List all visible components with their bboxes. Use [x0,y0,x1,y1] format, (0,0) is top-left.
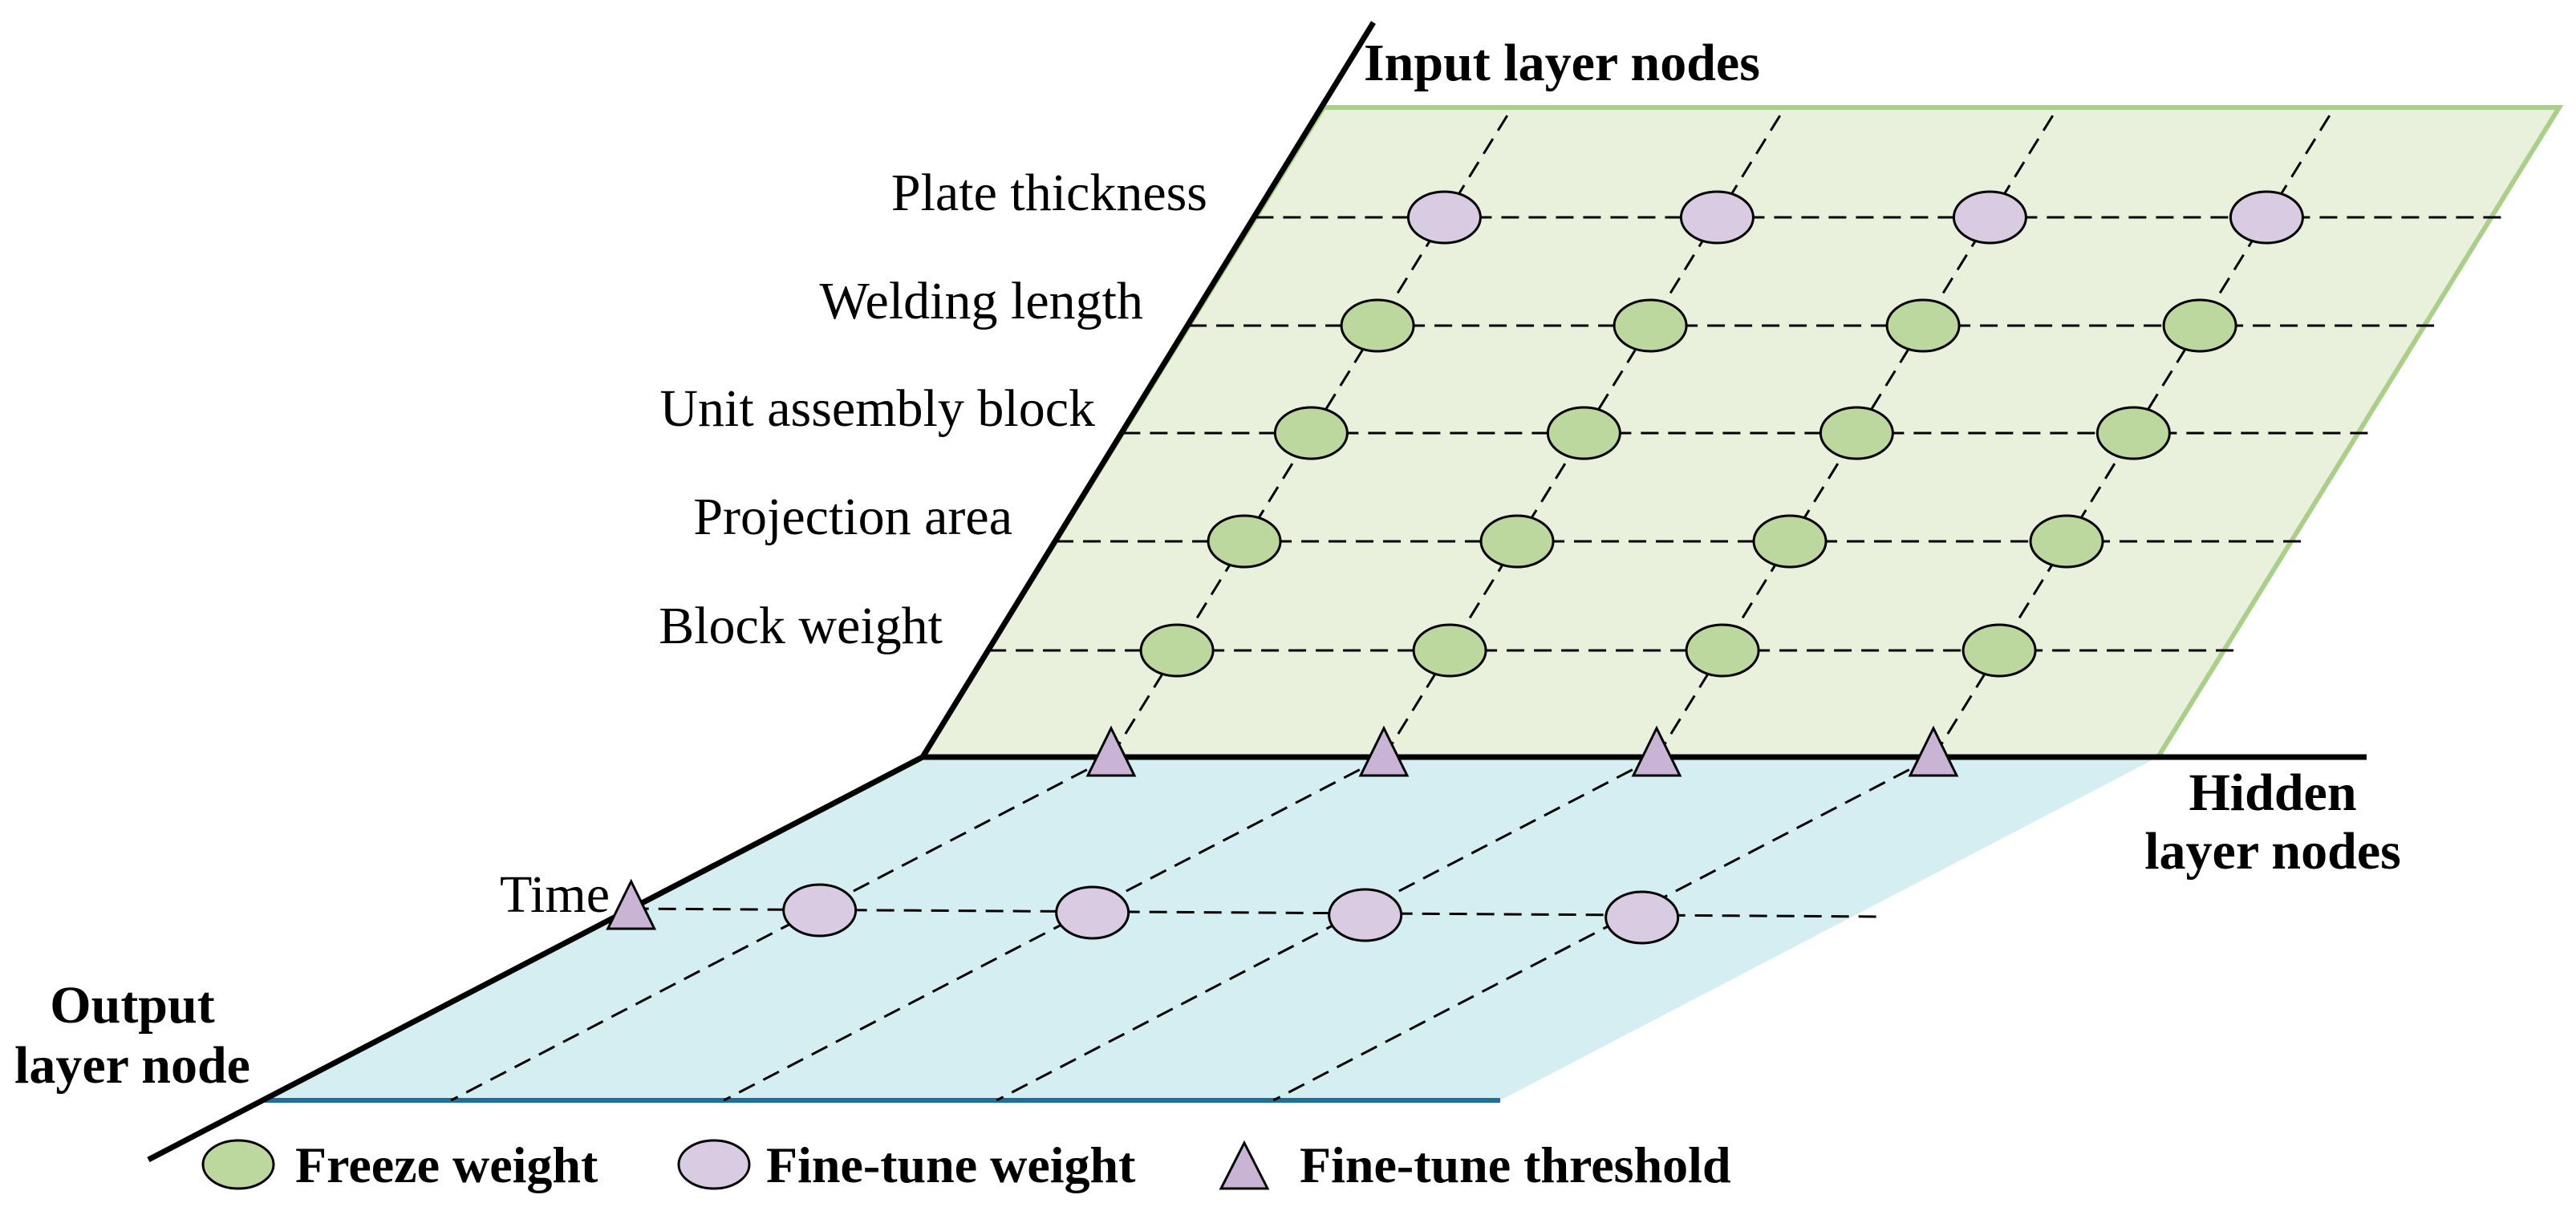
fine-tune-threshold-icon [1219,1140,1270,1190]
hidden-threshold-node [1085,725,1137,777]
input-axis [920,21,1376,759]
freeze-weight-node [1885,298,1961,353]
fine-tune-weight-node [1679,190,1755,245]
freeze-weight-node [1479,514,1555,569]
weight-nodes [606,190,2304,945]
freeze-weight-node [1961,623,2037,678]
output-fine-tune-weight-node [1604,890,1680,945]
hidden-threshold-node [1908,725,1959,777]
input-feature-label: Block weight [659,597,943,655]
freeze-weight-node [1752,514,1828,569]
legend: Freeze weight Fine-tune weight Fine-tune… [201,1136,1731,1193]
freeze-weight-node [1685,623,1760,678]
fine-tune-weight-icon [677,1139,751,1190]
freeze-weight-node [1273,406,1349,460]
input-feature-label: Unit assembly block [659,379,1095,438]
hidden-column-dash [996,755,1657,1102]
legend-fine-tune-threshold-label: Fine-tune threshold [1300,1136,1731,1193]
freeze-weight-icon [201,1139,275,1190]
input-feature-label: Projection area [693,488,1012,546]
legend-fine-tune-weight-label: Fine-tune weight [766,1136,1136,1193]
output-feature-label: Time [500,865,610,924]
output-axis [147,754,924,1163]
input-feature-label: Welding length [820,272,1143,330]
fine-tune-weight-node [1952,190,2027,245]
hidden-column-dash [450,755,1112,1102]
output-layer-title-line2: layer node [14,1036,250,1095]
freeze-weight-node [2029,514,2104,569]
input-feature-label: Plate thickness [891,164,1207,222]
hidden-layer-title-line1: Hidden [2189,763,2356,822]
freeze-weight-node [1546,406,1621,460]
freeze-weight-node [1340,298,1415,353]
output-fine-tune-weight-node [1328,888,1403,942]
output-threshold-node [606,878,657,930]
fine-tune-weight-node [1406,190,1482,245]
fine-tune-weight-node [2229,190,2304,245]
hidden-layer-title-line2: layer nodes [2144,822,2401,881]
hidden-threshold-node [1631,725,1682,777]
hidden-column-dash [723,755,1385,1102]
freeze-weight-node [1613,298,1688,353]
freeze-weight-node [1412,623,1487,678]
freeze-weight-node [1819,406,1894,460]
output-fine-tune-weight-node [1055,885,1130,940]
freeze-weight-node [2162,298,2237,353]
hidden-layer-plane [265,757,2158,1100]
freeze-weight-node [1207,514,1282,569]
hidden-threshold-node [1358,725,1410,777]
legend-freeze-label: Freeze weight [295,1136,598,1193]
output-fine-tune-weight-node [782,883,858,938]
freeze-weight-node [1139,623,1215,678]
freeze-weight-node [2095,406,2171,460]
output-layer-title-line1: Output [50,976,214,1035]
input-layer-title: Input layer nodes [1364,34,1760,92]
hidden-column-dash [1272,755,1934,1102]
